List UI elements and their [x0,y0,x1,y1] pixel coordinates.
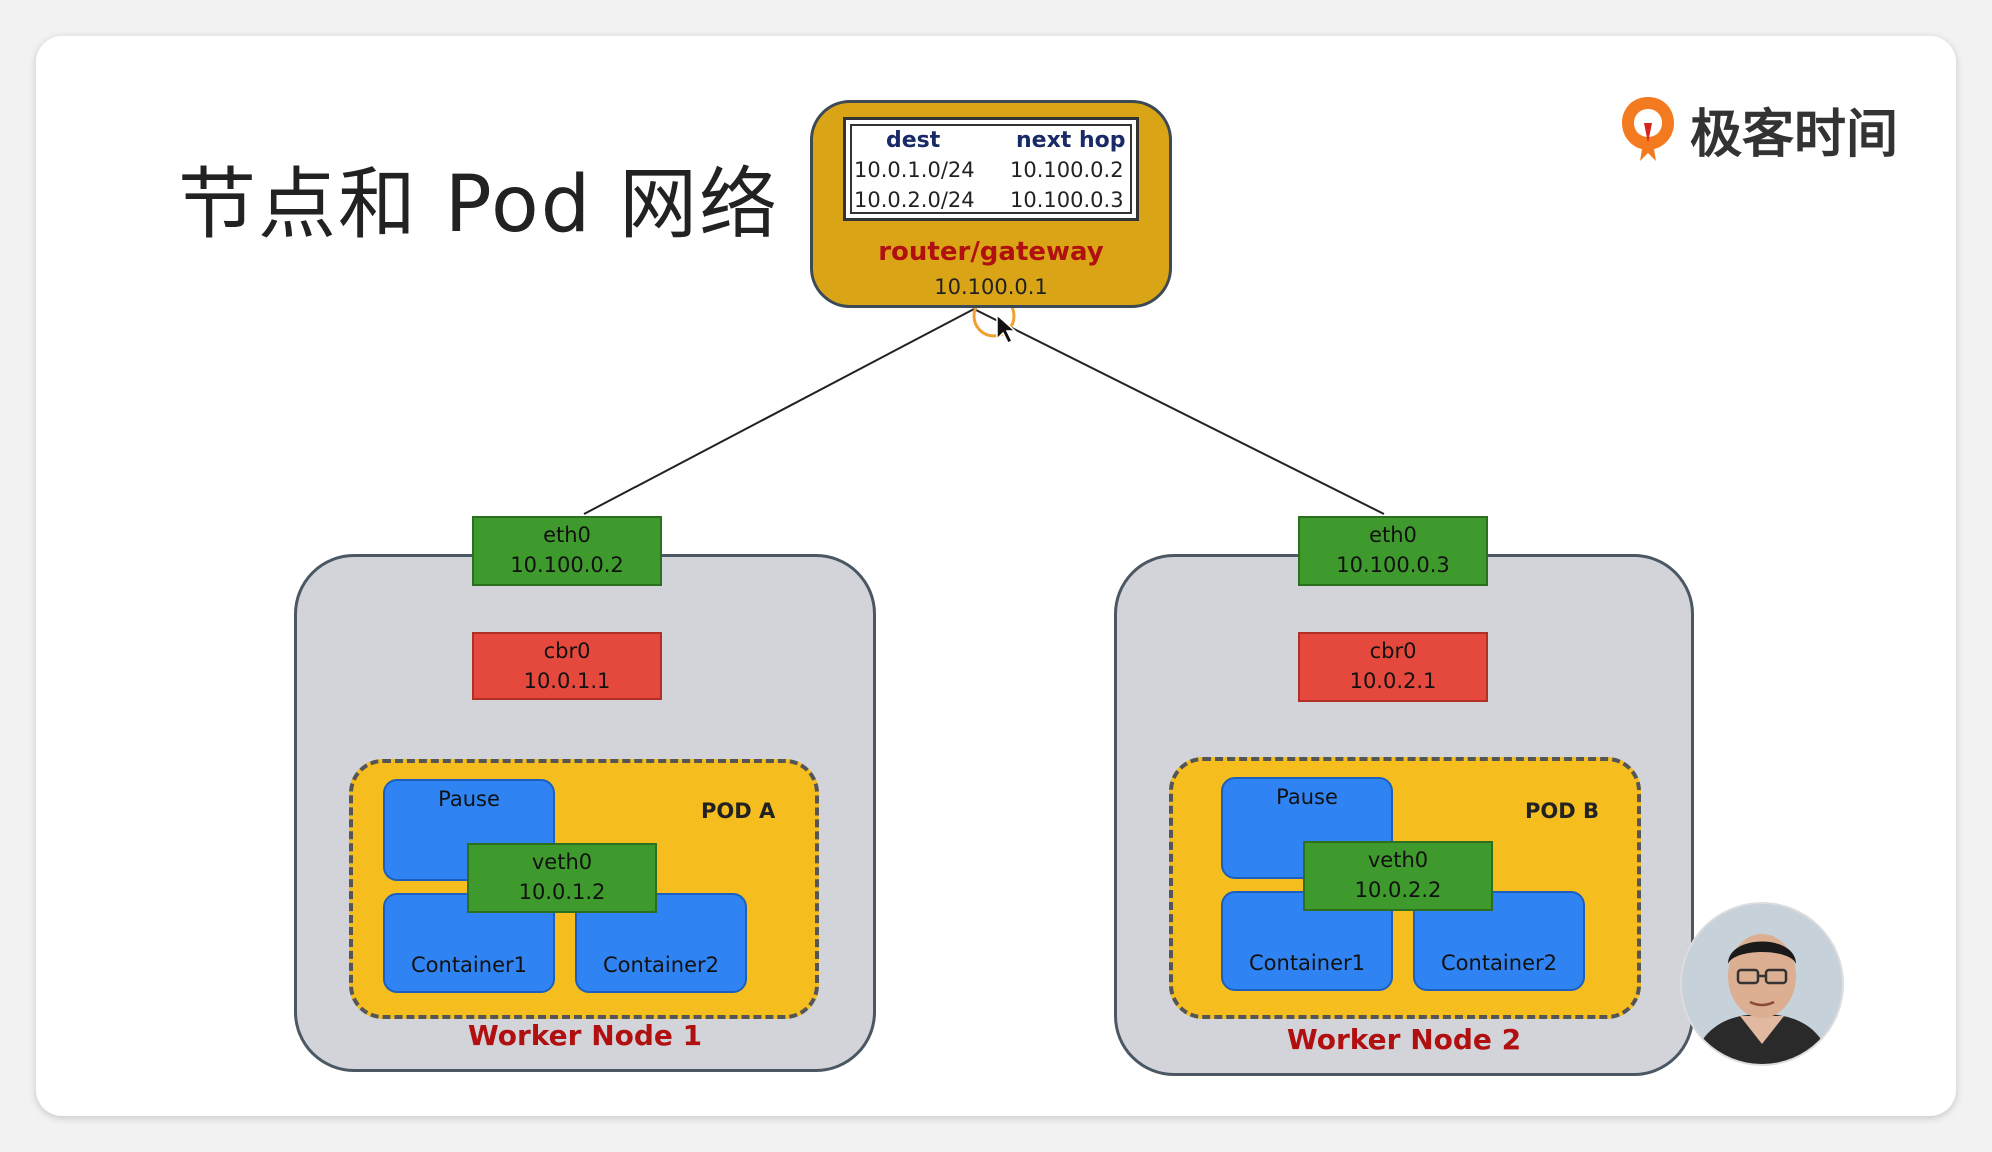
worker-node-2: POD B Pause Container1 Container2 veth0 … [1114,554,1694,1076]
cbr0-ip: 10.0.2.1 [1349,669,1437,693]
cursor-arrow-icon [996,313,1017,345]
routing-table-cell: 10.0.2.0/24 [854,188,975,212]
cbr0-bridge-node2: cbr0 10.0.2.1 [1298,632,1488,702]
routing-table-cell: 10.0.1.0/24 [854,158,975,182]
presenter-icon [1682,904,1842,1064]
geektime-logo-icon [1622,97,1674,161]
routing-table-cell: 10.100.0.2 [1010,158,1124,182]
logo-text: 极客时间 [1690,104,1899,165]
routing-table-header-dest: dest [886,128,941,153]
eth0-name: eth0 [543,523,591,547]
veth0-interface: veth0 10.0.1.2 [467,843,657,913]
slide-title: 节点和 Pod 网络 [178,160,780,250]
worker-node-1: POD A Pause Container1 Container2 veth0 … [294,554,876,1072]
link-router-node2 [973,308,1385,515]
eth0-interface-node1: eth0 10.100.0.2 [472,516,662,586]
veth0-ip: 10.0.2.2 [1354,878,1442,902]
veth0-name: veth0 [531,850,593,874]
cbr0-bridge-node1: cbr0 10.0.1.1 [472,632,662,700]
geektime-logo: 极客时间 [1618,84,1898,174]
pod-b: POD B Pause Container1 Container2 veth0 … [1169,757,1641,1019]
link-router-node1 [583,308,975,515]
eth0-interface-node2: eth0 10.100.0.3 [1298,516,1488,586]
presenter-video-avatar [1680,902,1844,1066]
cbr0-ip: 10.0.1.1 [523,669,611,693]
routing-table-header-next-hop: next hop [1016,128,1126,153]
cbr0-name: cbr0 [1369,639,1417,663]
eth0-ip: 10.100.0.3 [1336,553,1450,577]
slide: 节点和 Pod 网络 极客时间 dest next hop 10.0.1.0/2… [36,36,1956,1116]
routing-table: dest next hop 10.0.1.0/24 10.100.0.2 10.… [843,117,1139,221]
pod-label: POD A [701,799,776,823]
pod-a: POD A Pause Container1 Container2 veth0 … [349,759,819,1019]
veth0-interface: veth0 10.0.2.2 [1303,841,1493,911]
worker-node-label: Worker Node 2 [1286,1023,1522,1056]
router-name: router/gateway [878,237,1104,267]
veth0-name: veth0 [1367,848,1429,872]
router-gateway: dest next hop 10.0.1.0/24 10.100.0.2 10.… [810,100,1172,308]
veth0-ip: 10.0.1.2 [518,880,606,904]
eth0-ip: 10.100.0.2 [510,553,624,577]
eth0-name: eth0 [1369,523,1417,547]
routing-table-cell: 10.100.0.3 [1010,188,1124,212]
router-ip: 10.100.0.1 [934,275,1048,299]
pod-label: POD B [1525,799,1599,823]
worker-node-label: Worker Node 1 [467,1019,703,1052]
cbr0-name: cbr0 [543,639,591,663]
